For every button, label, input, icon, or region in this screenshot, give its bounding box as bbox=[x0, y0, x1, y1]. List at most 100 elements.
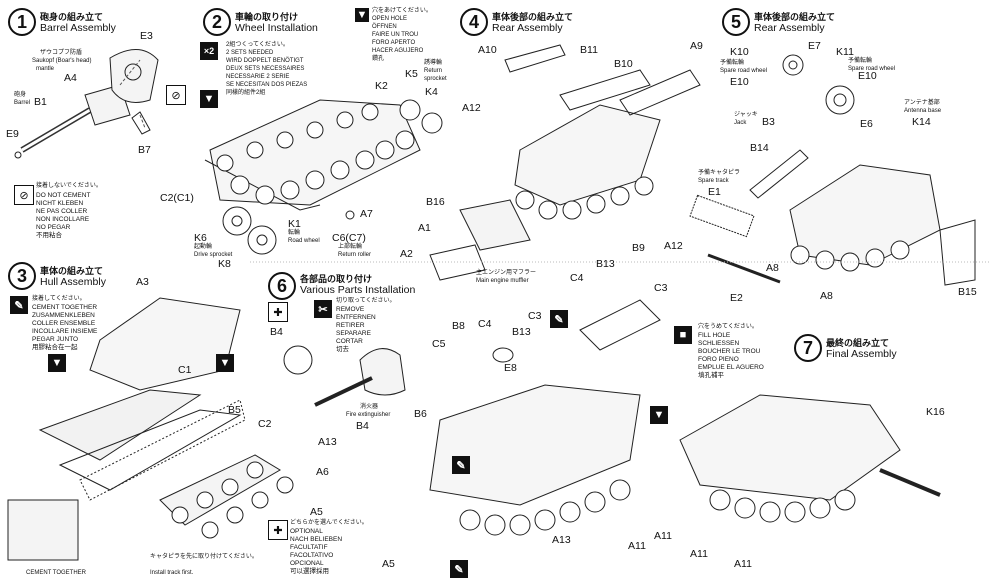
note-optional-0: どちらかを選んでください。 bbox=[290, 520, 368, 526]
fill-hole-icon: ■ bbox=[674, 326, 692, 344]
step-3-title-en: Hull Assembly bbox=[40, 276, 106, 288]
rear-assembly-drawing bbox=[429, 44, 701, 281]
return-sprocket-en2: sprocket bbox=[424, 76, 447, 82]
cement-icon: ✎ bbox=[10, 296, 28, 314]
step-4-title-jp: 車体後部の組み立て bbox=[492, 12, 574, 22]
part-b5-label: B5 bbox=[228, 404, 241, 416]
part-k16-label: K16 bbox=[926, 406, 945, 418]
note-cement-small: CEMENT TOGETHER bbox=[26, 570, 87, 576]
note-do-not-cement-0: 接着しないでください。 bbox=[36, 183, 102, 189]
part-a13b-label: A13 bbox=[552, 534, 571, 546]
step-7-number: 7 bbox=[794, 334, 822, 362]
note-cement-5: PEGAR JUNTO bbox=[32, 336, 79, 343]
two-sets-badge: ×2 bbox=[200, 42, 218, 60]
part-a4-label: A4 bbox=[64, 72, 77, 84]
part-a11a-label: A11 bbox=[654, 530, 672, 542]
part-a11-s7a-label: A11 bbox=[690, 548, 708, 560]
part-e10a-label: E10 bbox=[730, 76, 749, 88]
drive-sprocket-jp: 起動輪 bbox=[194, 244, 213, 250]
part-c2c1-label: C2(C1) bbox=[160, 192, 194, 204]
part-b7-label: B7 bbox=[138, 144, 151, 156]
note-remove-0: 切り取ってください。 bbox=[336, 298, 396, 304]
step-5-number: 5 bbox=[722, 8, 750, 36]
note-fill-6: 填孔補平 bbox=[698, 372, 724, 379]
step-5-title-jp: 車体後部の組み立て bbox=[754, 12, 836, 22]
step-3-number: 3 bbox=[8, 262, 36, 290]
part-b13b-label: B13 bbox=[596, 258, 615, 270]
step-7-title-en: Final Assembly bbox=[826, 348, 897, 360]
note-remove-3: RETIRER bbox=[336, 322, 365, 329]
step-1-title-en: Barrel Assembly bbox=[40, 22, 116, 34]
note-open-hole-6: 鑽孔 bbox=[372, 56, 385, 62]
part-a2-label: A2 bbox=[400, 248, 413, 260]
road-wheel-jp: 転輪 bbox=[288, 230, 301, 236]
note-sets-3: DEUX SETS NECESSAIRES bbox=[226, 66, 305, 72]
note-cement-4: INCOLLARE INSIEME bbox=[32, 328, 98, 335]
note-optional-2: NACH BELIEBEN bbox=[290, 536, 343, 543]
note-cement-0: 接着してください。 bbox=[32, 296, 86, 302]
note-do-not-cement-2: NICHT KLEBEN bbox=[36, 200, 84, 207]
step-2-number: 2 bbox=[203, 8, 231, 36]
note-remove-2: ENTFERNEN bbox=[336, 314, 376, 321]
cement-icon-s6b: ✎ bbox=[452, 456, 470, 474]
note-optional-5: OPCIONAL bbox=[290, 560, 324, 567]
rear-detail-drawing bbox=[689, 54, 976, 286]
return-sprocket-jp: 誘導輪 bbox=[424, 60, 443, 66]
part-a10-label: A10 bbox=[478, 44, 497, 56]
note-open-hole-0: 穴をあけてください。 bbox=[372, 8, 432, 14]
part-b14-label: B14 bbox=[750, 142, 769, 154]
antenna-en: Antenna base bbox=[904, 108, 942, 114]
note-remove-4: SEPARARE bbox=[336, 330, 371, 337]
part-e8-label: E8 bbox=[504, 362, 517, 374]
note-install-track-0: キャタピラを先に取り付けてください。 bbox=[150, 554, 258, 560]
part-c4b-label: C4 bbox=[570, 272, 584, 284]
part-a8b-label: A8 bbox=[820, 290, 833, 302]
note-fill-2: SCHLIESSEN bbox=[698, 340, 740, 347]
part-k10-label: K10 bbox=[730, 46, 749, 58]
note-sets-6: 同樣的組件2組 bbox=[226, 90, 266, 96]
part-c2-label: C2 bbox=[258, 418, 272, 430]
hull-assembly-drawing bbox=[7, 297, 294, 561]
return-roller-jp: 上部転輪 bbox=[338, 244, 363, 250]
saukopf-en2: mantle bbox=[36, 66, 55, 72]
drive-sprocket-en: Drive sprocket bbox=[194, 252, 233, 258]
note-optional-4: FACOLTATIVO bbox=[290, 552, 334, 559]
drill-icon-s3a: ▼ bbox=[48, 354, 66, 372]
no-cement-icon: ⊘ bbox=[14, 185, 34, 205]
part-a11-s7b-label: A11 bbox=[734, 558, 752, 570]
note-sets-1: 2 SETS NEEDED bbox=[226, 50, 274, 56]
part-b11-label: B11 bbox=[580, 44, 598, 56]
note-optional-1: OPTIONAL bbox=[290, 528, 323, 535]
note-do-not-cement-6: 不用粘合 bbox=[36, 232, 62, 239]
part-b6-label: B6 bbox=[414, 408, 427, 420]
step-4-number: 4 bbox=[460, 8, 488, 36]
part-k6-label: K6 bbox=[194, 232, 207, 244]
optional-icon-s6: ✚ bbox=[268, 302, 288, 322]
part-a5b-label: A5 bbox=[382, 558, 395, 570]
saukopf-en1: Saukopf (Boar's head) bbox=[32, 58, 92, 64]
step-1-number: 1 bbox=[8, 8, 36, 36]
part-k14-label: K14 bbox=[912, 116, 931, 128]
cement-icon-s6: ✎ bbox=[550, 310, 568, 328]
step-6-title-jp: 各部品の取り付け bbox=[300, 274, 373, 284]
various-parts-drawing bbox=[283, 299, 661, 536]
part-k4-label: K4 bbox=[425, 86, 438, 98]
note-cement-1: CEMENT TOGETHER bbox=[32, 304, 98, 311]
note-sets-4: NECESSARIE 2 SERIE bbox=[226, 74, 290, 80]
note-sets-5: SE NECESITAN DOS PIEZAS bbox=[226, 82, 308, 88]
optional-icon: ✚ bbox=[268, 520, 288, 540]
part-e7-label: E7 bbox=[808, 40, 821, 52]
part-a9-label: A9 bbox=[690, 40, 703, 52]
part-k8-label: K8 bbox=[218, 258, 231, 270]
note-fill-4: FORO PIENO bbox=[698, 356, 739, 363]
part-a1-label: A1 bbox=[418, 222, 431, 234]
part-c3a-label: C3 bbox=[528, 310, 542, 322]
part-e6-label: E6 bbox=[860, 118, 873, 130]
return-roller-en: Return roller bbox=[338, 252, 372, 258]
part-c4a-label: C4 bbox=[478, 318, 492, 330]
part-b15-label: B15 bbox=[958, 286, 977, 298]
spare-track-en: Spare track bbox=[698, 178, 729, 184]
note-optional-3: FACULTATIF bbox=[290, 544, 328, 551]
drill-icon-s6: ▼ bbox=[650, 406, 668, 424]
muffler-jp: 主エンジン用マフラー bbox=[476, 270, 537, 276]
